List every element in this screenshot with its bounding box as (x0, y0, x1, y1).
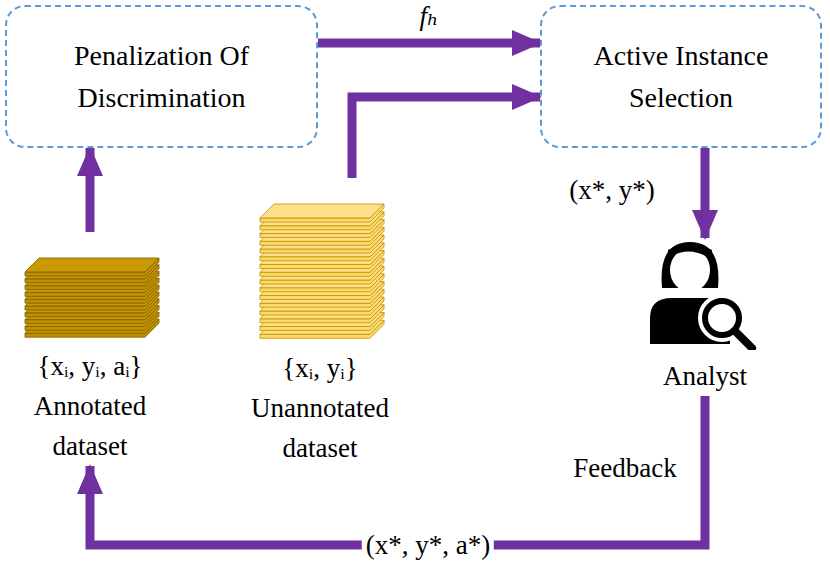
box-title: Penalization Of Discrimination (21, 35, 302, 119)
flow-arrow (318, 39, 540, 48)
fringe (668, 244, 712, 260)
dataset-stack: {xᵢ, yᵢ}Unannotated dataset (215, 178, 425, 468)
flow-arrow (701, 148, 710, 238)
edge-label: (x*, y*) (565, 174, 658, 206)
box-title: Active Instance Selection (556, 35, 806, 119)
edge-label: fₕ (415, 0, 442, 32)
node-caption: Annotated dataset (5, 386, 175, 466)
sheet-edge (25, 258, 159, 276)
analyst-figure: Analyst (640, 238, 770, 396)
flow-note: Feedback (573, 452, 676, 484)
process-box: Active Instance Selection (540, 5, 822, 148)
sheet-face (260, 204, 384, 218)
tuple-label: {xᵢ, yᵢ} (215, 348, 425, 388)
edge-label: (x*, y*, a*) (362, 529, 494, 561)
dataset-stack: {xᵢ, yᵢ, aᵢ}Annotated dataset (5, 232, 175, 466)
flow-arrow (90, 396, 705, 545)
sheet-face (25, 258, 159, 272)
flow-arrow (86, 148, 95, 232)
node-caption: Analyst (640, 356, 770, 396)
flow-arrow (352, 97, 540, 178)
magnifier-handle (735, 331, 752, 348)
dataset-stack-icon (215, 178, 425, 342)
dataset-stack-icon (5, 232, 175, 340)
node-caption: Unannotated dataset (215, 388, 425, 468)
process-box: Penalization Of Discrimination (5, 5, 318, 148)
analyst-icon (640, 238, 770, 350)
sheet-edge (260, 204, 384, 222)
tuple-label: {xᵢ, yᵢ, aᵢ} (5, 346, 175, 386)
